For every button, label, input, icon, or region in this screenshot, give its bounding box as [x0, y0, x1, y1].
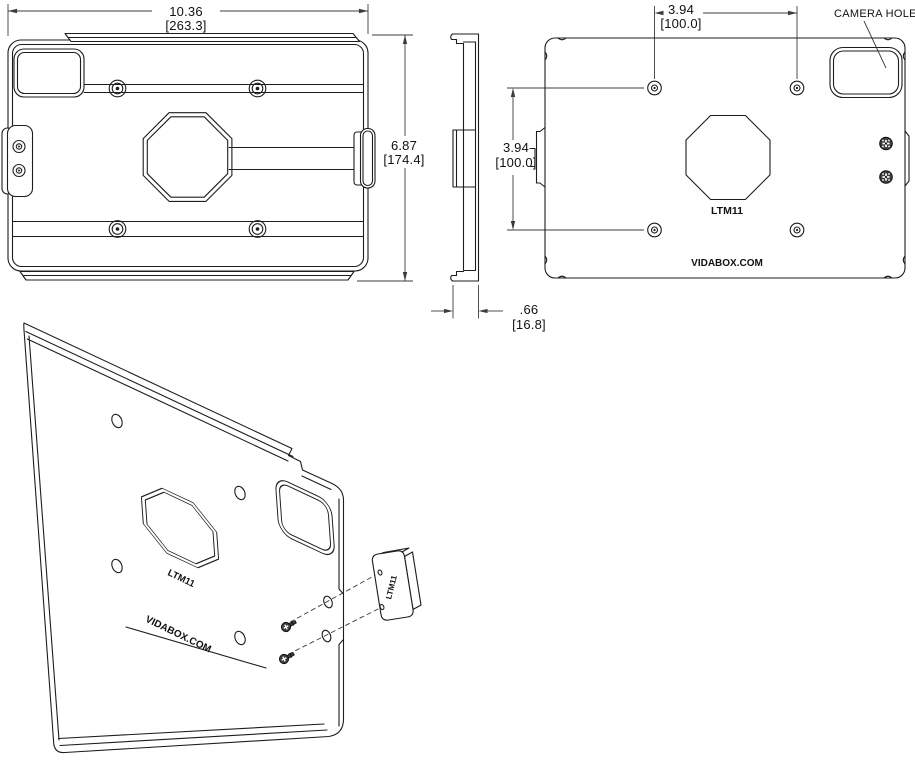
- side-thickness-dim-mm: [16.8]: [512, 317, 546, 332]
- iso-vesa-hole: [111, 558, 123, 574]
- front-rails: [11, 83, 364, 238]
- back-vesa-horizontal-dimension: [654, 6, 798, 79]
- back-model-label: LTM11: [711, 205, 743, 217]
- iso-bracket-hole: [379, 603, 385, 611]
- front-octagon-inner: [146, 116, 229, 198]
- phillips-screw-icon: [879, 170, 893, 184]
- front-screw-hole: [108, 220, 127, 238]
- iso-screw-icon: [278, 652, 295, 665]
- back-right-bump: [904, 130, 910, 187]
- iso-assembly-centerlines: [280, 572, 383, 659]
- iso-outline: [23, 322, 345, 754]
- back-outline: [544, 37, 906, 279]
- front-width-dim-mm: [263.3]: [165, 18, 206, 33]
- back-vesa-h-dim-mm: [100.0]: [660, 16, 701, 31]
- front-width-dim-inch: 10.36: [169, 4, 203, 19]
- back-vesa-hole: [647, 80, 662, 96]
- side-view: .66 [16.8]: [431, 33, 546, 332]
- front-octagon-outer: [142, 112, 233, 202]
- iso-bracket: LTM11: [371, 547, 422, 621]
- front-left-bracket: [1, 124, 34, 198]
- front-camera-cutout-outer: [13, 48, 85, 98]
- front-height-dim-mm: [174.4]: [383, 152, 424, 167]
- back-view: 3.94 [100.0] 3.94 [100.0]: [495, 2, 915, 279]
- iso-vesa-hole: [111, 413, 123, 429]
- phillips-screw-icon: [879, 136, 893, 151]
- iso-edge-hole: [323, 595, 333, 609]
- iso-edge-inner-lines: [28, 335, 344, 747]
- back-left-tab: [535, 126, 546, 188]
- iso-screw-icon: [280, 620, 297, 633]
- back-brand-label: VIDABOX.COM: [691, 258, 763, 269]
- back-camera-hole-outer: [829, 46, 903, 99]
- back-vesa-v-dim-mm: [100.0]: [495, 155, 536, 170]
- iso-camera-hole: [275, 480, 335, 556]
- front-view: 10.36 [263.3] 6.87 [174.4]: [1, 4, 424, 282]
- camera-hole-leader-line: [863, 20, 887, 69]
- front-height-dim-inch: 6.87: [391, 138, 417, 153]
- iso-top-lip-lines: [25, 330, 332, 491]
- camera-hole-label: CAMERA HOLE: [834, 8, 915, 20]
- side-profile: [450, 33, 480, 282]
- front-screw-hole: [108, 79, 127, 98]
- front-screw-hole: [248, 79, 267, 98]
- front-lock-bar: [228, 146, 357, 171]
- iso-octagon: [140, 487, 220, 569]
- side-vesa-block: [452, 129, 477, 188]
- back-vesa-v-dim-inch: 3.94: [503, 140, 529, 155]
- back-vesa-vertical-dimension: [507, 87, 644, 231]
- front-bottom-lip: [19, 270, 355, 281]
- front-inner-outline: [11, 43, 365, 268]
- iso-model-label: LTM11: [166, 568, 197, 591]
- front-right-tab: [353, 127, 376, 189]
- back-octagon: [685, 114, 771, 201]
- isometric-view: LTM11 VIDABOX.COM: [23, 322, 422, 754]
- back-vesa-hole: [789, 80, 805, 96]
- back-corner-notches: [544, 37, 906, 279]
- front-top-lip: [64, 32, 361, 43]
- back-vesa-hole: [647, 222, 662, 238]
- iso-vesa-hole: [234, 485, 246, 501]
- iso-edge-hole: [321, 629, 332, 643]
- back-vesa-h-dim-inch: 3.94: [668, 2, 694, 17]
- back-left-bracket-end: [529, 147, 536, 168]
- side-thickness-dim-inch: .66: [520, 302, 539, 317]
- front-width-dimension: [7, 4, 369, 36]
- back-vesa-hole: [789, 222, 805, 238]
- iso-bracket-hole: [377, 569, 383, 576]
- back-camera-hole-inner: [832, 50, 900, 95]
- front-height-dimension: [357, 34, 413, 282]
- front-screw-hole: [248, 220, 267, 238]
- iso-vesa-hole: [234, 630, 246, 646]
- front-camera-cutout-inner: [16, 51, 82, 95]
- side-thickness-dimension: [431, 285, 503, 319]
